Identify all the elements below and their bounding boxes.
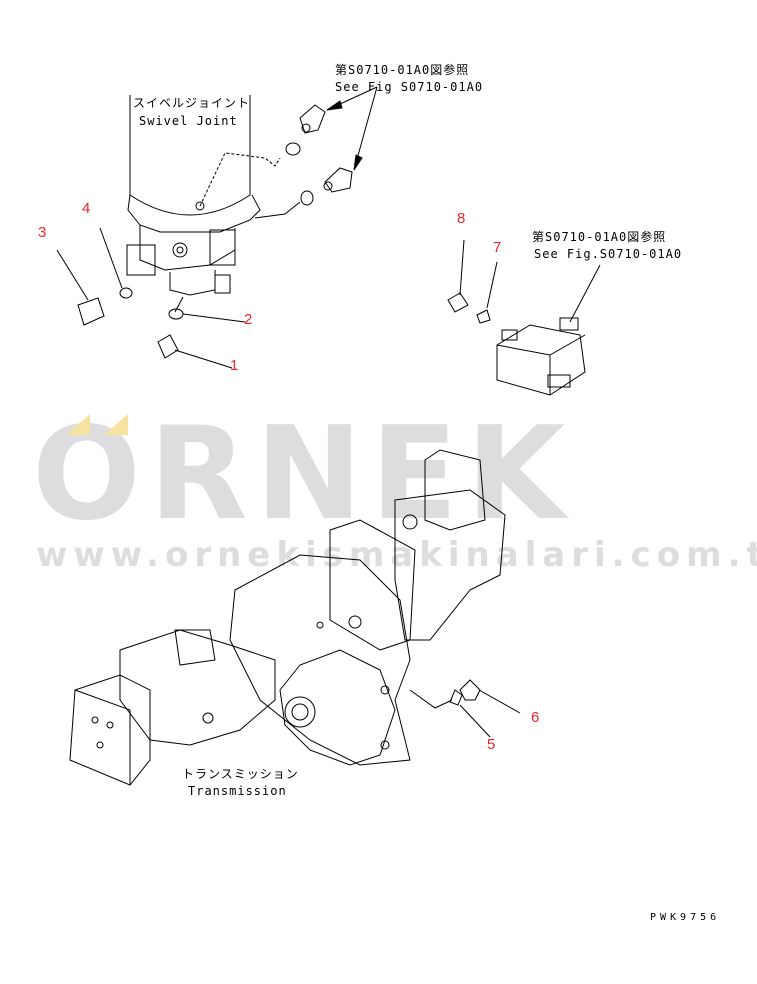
reference-top-jp: 第S0710-01A0図参照: [335, 63, 470, 77]
callout-leaders: [56, 227, 601, 738]
swivel-joint-drawing: [126, 95, 314, 296]
watermark-url: www.ornekismakinalari.com.tr: [36, 535, 757, 575]
reference-right-jp: 第S0710-01A0図参照: [532, 230, 667, 244]
fittings-top: [299, 86, 378, 193]
reference-top-en: See Fig S0710-01A0: [335, 80, 484, 94]
drawing-code: PWK9756: [650, 912, 721, 923]
callout-7: 7: [493, 239, 502, 256]
transmission-label-en: Transmission: [188, 784, 287, 798]
callout-5: 5: [487, 736, 496, 753]
transmission-label-jp: トランスミッション: [182, 767, 299, 781]
reference-right-en: See Fig.S0710-01A0: [534, 247, 683, 261]
swivel-joint-label-jp: スイベルジョイント: [133, 96, 251, 110]
callout-4: 4: [82, 200, 91, 217]
valve-block-right: [496, 317, 586, 396]
transmission-drawing: [69, 449, 506, 786]
swivel-joint-label-en: Swivel Joint: [139, 114, 238, 128]
callout-3: 3: [38, 224, 47, 241]
callout-8: 8: [457, 210, 466, 227]
callout-1: 1: [230, 357, 239, 374]
callout-2: 2: [244, 311, 253, 328]
callout-6: 6: [531, 709, 540, 726]
